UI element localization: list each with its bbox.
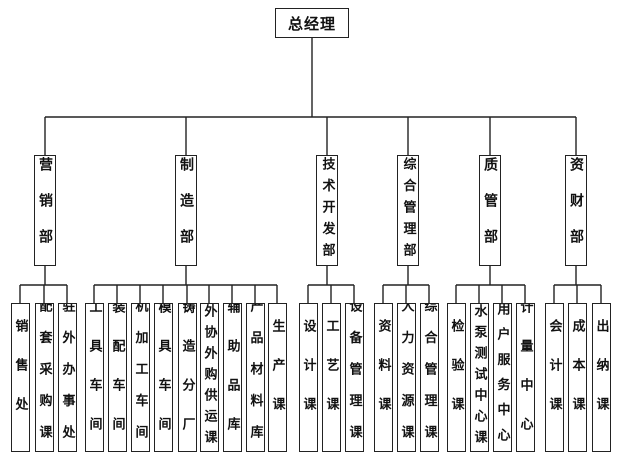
unit-node: 驻外办事处: [57, 303, 77, 452]
unit-node: 生产课: [267, 303, 287, 452]
root-node-general-manager: 总经理: [275, 8, 349, 38]
unit-node: 模具车间: [153, 303, 173, 452]
unit-node: 设计课: [298, 303, 318, 452]
unit-node-label: 出纳课: [593, 319, 609, 436]
unit-node: 外协外购供运课: [199, 303, 219, 452]
unit-node: 工艺课: [321, 303, 341, 452]
unit-node-label: 辅助品库: [224, 303, 240, 452]
dept-node-marketing: 营销部: [34, 155, 56, 266]
unit-node: 会计课: [544, 303, 564, 452]
unit-node-label: 驻外办事处: [59, 303, 75, 452]
dept-node-label: 技术开发部: [319, 156, 335, 265]
unit-node-label: 模具车间: [155, 303, 171, 452]
unit-node: 工具车间: [84, 303, 104, 452]
unit-node-label: 销售处: [12, 319, 28, 436]
unit-node-label: 配套采购课: [36, 303, 52, 452]
unit-node: 资料课: [373, 303, 393, 452]
unit-node: 辅助品库: [222, 303, 242, 452]
unit-node: 装配车间: [107, 303, 127, 452]
unit-node-label: 用户服务中心: [494, 303, 510, 452]
unit-node: 销售处: [10, 303, 30, 452]
unit-node-label: 水泵测试中心课: [471, 304, 487, 451]
root-node-label: 总经理: [287, 14, 336, 33]
dept-node-general-mgmt: 综合管理部: [397, 155, 419, 266]
unit-node: 水泵测试中心课: [469, 303, 489, 452]
unit-node-label: 装配车间: [109, 303, 125, 452]
unit-node-label: 会计课: [546, 319, 562, 436]
unit-node: 计量中心: [515, 303, 535, 452]
dept-node-label: 制造部: [178, 156, 194, 265]
unit-node-label: 检验课: [448, 319, 464, 436]
dept-node-quality: 质管部: [479, 155, 501, 266]
unit-node-label: 生产课: [269, 319, 285, 436]
dept-node-tech-dev: 技术开发部: [316, 155, 338, 266]
unit-node-label: 外协外购供运课: [201, 304, 217, 451]
unit-node-label: 计量中心: [517, 303, 533, 452]
unit-node-label: 设备管理课: [346, 303, 362, 452]
unit-node: 成本课: [567, 303, 587, 452]
unit-node: 产品材料库: [245, 303, 265, 452]
unit-node-label: 工具车间: [86, 303, 102, 452]
dept-node-finance: 资财部: [565, 155, 587, 266]
unit-node-label: 铸造分厂: [179, 303, 195, 452]
dept-node-manufacturing: 制造部: [175, 155, 197, 266]
unit-node-label: 产品材料库: [247, 303, 263, 452]
dept-node-label: 质管部: [482, 156, 498, 265]
unit-node-label: 资料课: [375, 319, 391, 436]
unit-node: 配套采购课: [34, 303, 54, 452]
dept-node-label: 综合管理部: [400, 156, 416, 265]
unit-node: 铸造分厂: [177, 303, 197, 452]
unit-node: 人力资源课: [396, 303, 416, 452]
unit-node: 检验课: [446, 303, 466, 452]
unit-node-label: 成本课: [569, 319, 585, 436]
dept-node-label: 营销部: [37, 156, 53, 265]
dept-node-label: 资财部: [568, 156, 584, 265]
unit-node: 机加工车间: [130, 303, 150, 452]
unit-node-label: 综合管理课: [421, 303, 437, 452]
unit-node-label: 工艺课: [323, 319, 339, 436]
unit-node: 设备管理课: [344, 303, 364, 452]
unit-node-label: 机加工车间: [132, 303, 148, 452]
unit-node-label: 人力资源课: [398, 303, 414, 452]
unit-node: 用户服务中心: [492, 303, 512, 452]
unit-node-label: 设计课: [300, 319, 316, 436]
unit-node: 出纳课: [591, 303, 611, 452]
unit-node: 综合管理课: [419, 303, 439, 452]
